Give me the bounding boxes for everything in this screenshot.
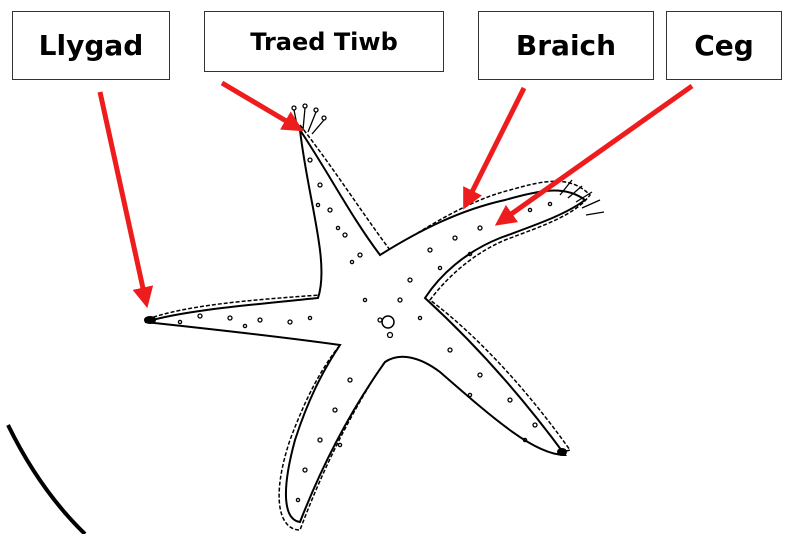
arrow-arm	[466, 88, 524, 204]
arrow-eye	[100, 92, 146, 302]
label-eye: Llygad	[12, 11, 170, 80]
eye-spot-lower-right	[557, 448, 567, 456]
eye-spot-left	[144, 316, 156, 324]
label-arm: Braich	[478, 11, 654, 80]
background-circle-arc	[8, 425, 85, 534]
starfish-body	[145, 130, 585, 522]
starfish-drawing	[144, 104, 604, 530]
label-tube-feet: Traed Tiwb	[204, 11, 444, 72]
arrow-tube-feet	[222, 83, 298, 128]
label-mouth: Ceg	[666, 11, 782, 80]
